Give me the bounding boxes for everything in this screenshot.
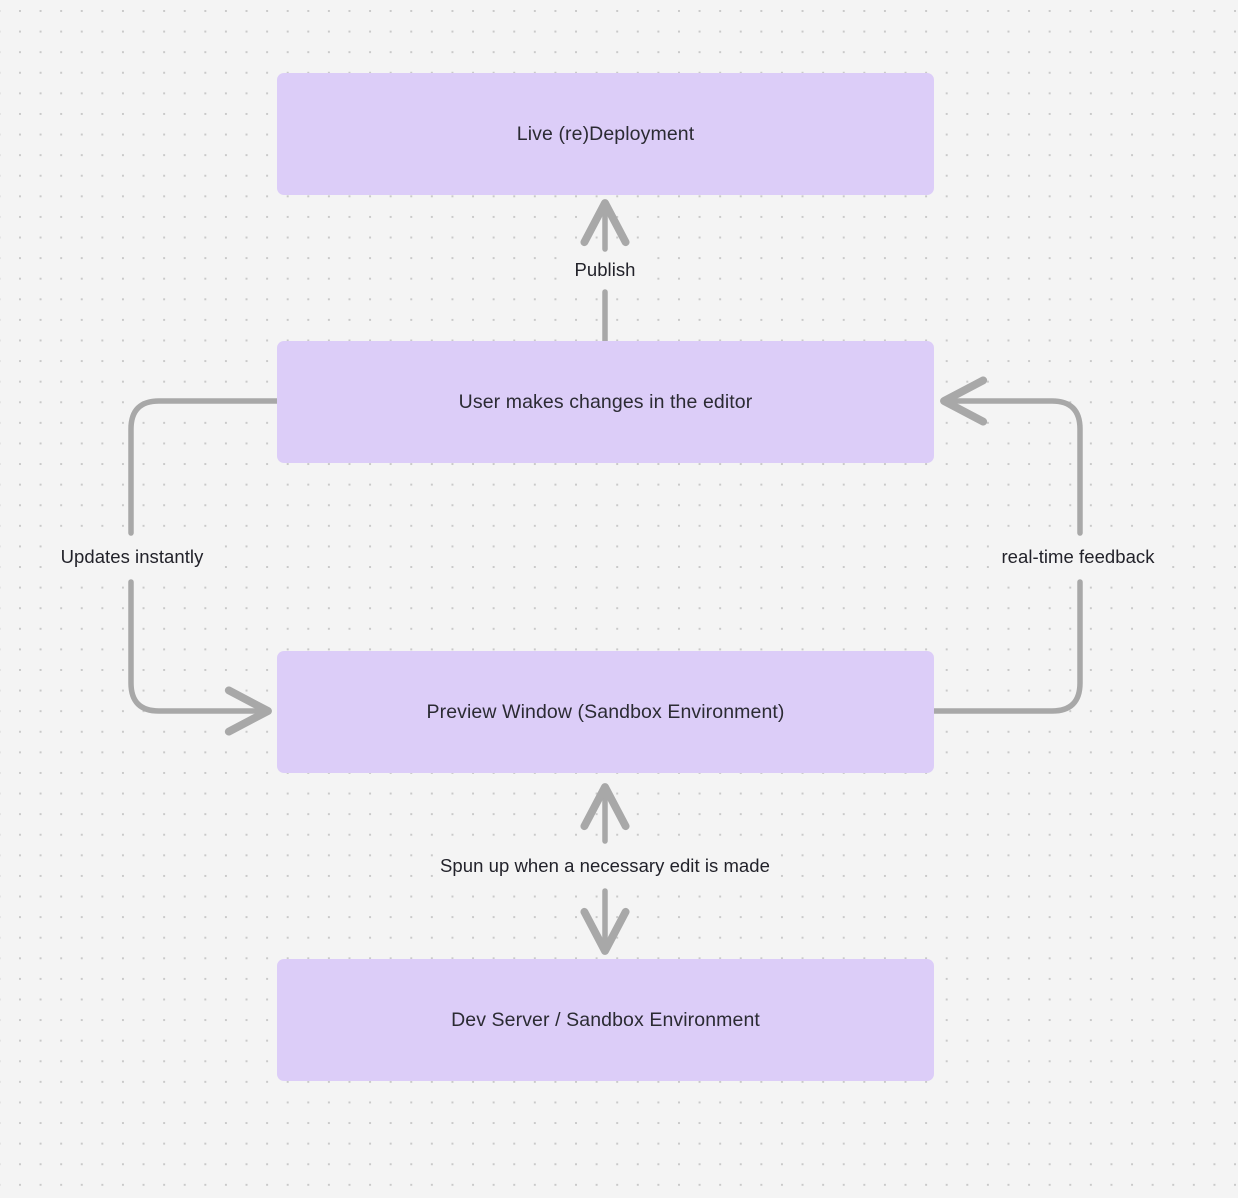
node-label-live-deployment: Live (re)Deployment	[516, 122, 695, 145]
node-dev-server[interactable]: Dev Server / Sandbox Environment	[277, 959, 934, 1081]
node-label-dev-server: Dev Server / Sandbox Environment	[451, 1008, 760, 1031]
edge-label-spun-up: Spun up when a necessary edit is made	[434, 851, 776, 881]
node-user-edits[interactable]: User makes changes in the editor	[277, 341, 934, 463]
node-label-user-edits: User makes changes in the editor	[458, 390, 753, 413]
node-label-preview-window: Preview Window (Sandbox Environment)	[426, 700, 785, 723]
edge-label-real-time-feedback: real-time feedback	[995, 542, 1161, 572]
node-live-deployment[interactable]: Live (re)Deployment	[277, 73, 934, 195]
edge-label-updates-instantly: Updates instantly	[54, 542, 210, 572]
edge-label-publish: Publish	[568, 255, 642, 285]
node-preview-window[interactable]: Preview Window (Sandbox Environment)	[277, 651, 934, 773]
